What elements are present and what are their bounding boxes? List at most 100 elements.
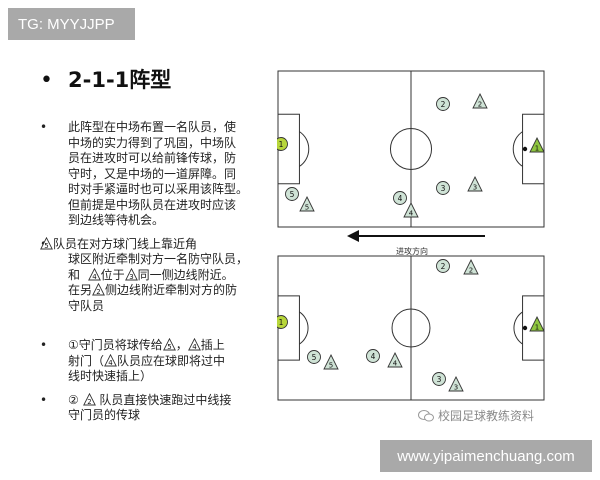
text-segment: 插上 bbox=[200, 338, 225, 352]
player-triangle-4: 4 bbox=[387, 351, 403, 368]
direction-label: 进攻方向 bbox=[396, 247, 428, 256]
svg-text:2: 2 bbox=[469, 267, 473, 275]
player-triangle-icon: 4 bbox=[187, 338, 201, 351]
player-circle-1: 1 bbox=[277, 315, 288, 329]
text-line: 5 队员在对方球门线上靠近角 bbox=[40, 236, 272, 253]
svg-text:1: 1 bbox=[279, 140, 284, 149]
player-triangle-icon: 4 bbox=[104, 353, 117, 367]
soccer-field-top: 1 2 3 4 5 1 2 3 4 5 bbox=[277, 70, 545, 228]
player-triangle-icon: 4 bbox=[87, 267, 101, 281]
svg-text:2: 2 bbox=[478, 101, 482, 109]
attack-direction-arrow bbox=[347, 230, 485, 242]
text-line: 员在进攻时可以给前锋传球，防 bbox=[68, 151, 237, 165]
svg-text:4: 4 bbox=[371, 352, 376, 361]
svg-text:3: 3 bbox=[437, 375, 442, 384]
bullet-dot: • bbox=[40, 392, 48, 407]
player-circle-3: 3 bbox=[436, 181, 450, 195]
svg-text:2: 2 bbox=[441, 262, 446, 271]
text-segment: ， bbox=[175, 338, 188, 352]
svg-text:5: 5 bbox=[329, 362, 333, 370]
player-triangle-icon: 5 bbox=[162, 338, 176, 351]
svg-text:3: 3 bbox=[454, 384, 458, 392]
text-line: 守时，又是中场的一道屏障。同 bbox=[68, 166, 237, 181]
text-segment: 队员在对方球门线上靠近角 bbox=[53, 236, 198, 251]
text-line: 但前提是中场队员在进攻时应该 bbox=[68, 197, 237, 212]
bullet-item-step-2: • ② 2 队员直接快速跑过中线接 守门员的传球 bbox=[40, 392, 272, 424]
player-triangle-1: 1 bbox=[529, 136, 545, 153]
watermark-text: 校园足球教练资料 bbox=[438, 409, 535, 423]
svg-text:2: 2 bbox=[96, 288, 100, 296]
svg-text:2: 2 bbox=[441, 100, 446, 109]
bullet-dot: • bbox=[40, 120, 48, 134]
text-line: 此阵型在中场布置一名队员，使 bbox=[68, 120, 237, 134]
player-triangle-2: 2 bbox=[472, 92, 488, 109]
player-triangle-5: 5 bbox=[323, 353, 339, 370]
text-segment: ② bbox=[68, 392, 79, 407]
bullet-item-description: • 此阵型在中场布置一名队员，使 中场的实力得到了巩固，中场队 员在进攻时可以给… bbox=[40, 120, 272, 229]
text-segment: 在另 bbox=[68, 283, 93, 297]
text-line: 中场的实力得到了巩固，中场队 bbox=[68, 135, 237, 150]
url-banner: www.yipaimenchuang.com bbox=[380, 440, 592, 472]
text-line: 到边线等待机会。 bbox=[68, 213, 165, 227]
svg-text:4: 4 bbox=[92, 273, 97, 281]
text-line: 时对手紧逼时也可以采用该阵型。 bbox=[68, 182, 249, 196]
slide-title: 2-1-1阵型 bbox=[68, 68, 172, 92]
title-row: • 2-1-1阵型 bbox=[40, 64, 171, 94]
player-triangle-2: 2 bbox=[463, 258, 479, 275]
bullet-list: • 此阵型在中场布置一名队员，使 中场的实力得到了巩固，中场队 员在进攻时可以给… bbox=[40, 120, 272, 424]
svg-text:1: 1 bbox=[535, 145, 539, 153]
svg-text:4: 4 bbox=[393, 360, 398, 368]
player-circle-3: 3 bbox=[432, 372, 446, 386]
text-line: 守门员的传球 bbox=[68, 408, 141, 422]
player-circle-2: 2 bbox=[436, 97, 450, 111]
player-triangle-icon: 2 bbox=[82, 392, 96, 406]
text-segment: 和 bbox=[68, 267, 81, 282]
svg-text:3: 3 bbox=[129, 273, 133, 281]
svg-text:5: 5 bbox=[290, 190, 295, 199]
text-segment: 侧边线附近牵制对方的防 bbox=[105, 283, 238, 297]
text-line: 球区附近牵制对方一名防守队员， bbox=[68, 252, 249, 266]
player-triangle-3: 3 bbox=[467, 175, 483, 192]
tg-banner: TG: MYYJJPP bbox=[8, 8, 135, 40]
svg-text:5: 5 bbox=[305, 204, 309, 212]
player-circle-4: 4 bbox=[366, 349, 380, 363]
player-triangle-5: 5 bbox=[299, 195, 315, 212]
player-triangle-1: 1 bbox=[529, 315, 545, 332]
text-segment: 位于 bbox=[100, 267, 125, 282]
text-segment: ①守门员将球传给 bbox=[68, 338, 163, 352]
text-line: 守队员 bbox=[68, 298, 105, 313]
svg-text:1: 1 bbox=[535, 324, 539, 332]
text-segment: 队员直接快速跑过中线接 bbox=[99, 392, 232, 407]
svg-text:3: 3 bbox=[473, 184, 477, 192]
svg-text:1: 1 bbox=[279, 318, 284, 327]
svg-text:4: 4 bbox=[409, 210, 414, 218]
player-triangle-4: 4 bbox=[403, 201, 419, 218]
bullet-dot: • bbox=[40, 338, 48, 352]
wechat-icon bbox=[418, 409, 434, 421]
soccer-field-bottom: 1 2 3 4 5 1 2 3 4 5 bbox=[277, 255, 545, 401]
bullet-text: 此阵型在中场布置一名队员，使 中场的实力得到了巩固，中场队 员在进攻时可以给前锋… bbox=[68, 120, 272, 229]
player-triangle-icon: 5 bbox=[40, 236, 53, 250]
player-circle-5: 5 bbox=[307, 350, 321, 364]
player-circle-4: 4 bbox=[393, 191, 407, 205]
text-line: ② 2 队员直接快速跑过中线接 bbox=[68, 392, 272, 409]
svg-text:5: 5 bbox=[44, 242, 48, 250]
player-triangle-icon: 2 bbox=[92, 283, 105, 296]
bullet-text: ② 2 队员直接快速跑过中线接 守门员的传球 bbox=[68, 392, 272, 424]
player-triangle-3: 3 bbox=[448, 375, 464, 392]
svg-text:4: 4 bbox=[398, 194, 403, 203]
svg-text:4: 4 bbox=[108, 359, 113, 367]
svg-text:2: 2 bbox=[87, 398, 91, 406]
text-segment: 同一侧边线附近。 bbox=[137, 267, 234, 282]
title-bullet: • bbox=[40, 68, 53, 93]
player-circle-5: 5 bbox=[285, 187, 299, 201]
svg-text:4: 4 bbox=[192, 343, 197, 351]
player-triangle-icon: 3 bbox=[124, 267, 138, 281]
player-circle-1: 1 bbox=[277, 137, 288, 151]
